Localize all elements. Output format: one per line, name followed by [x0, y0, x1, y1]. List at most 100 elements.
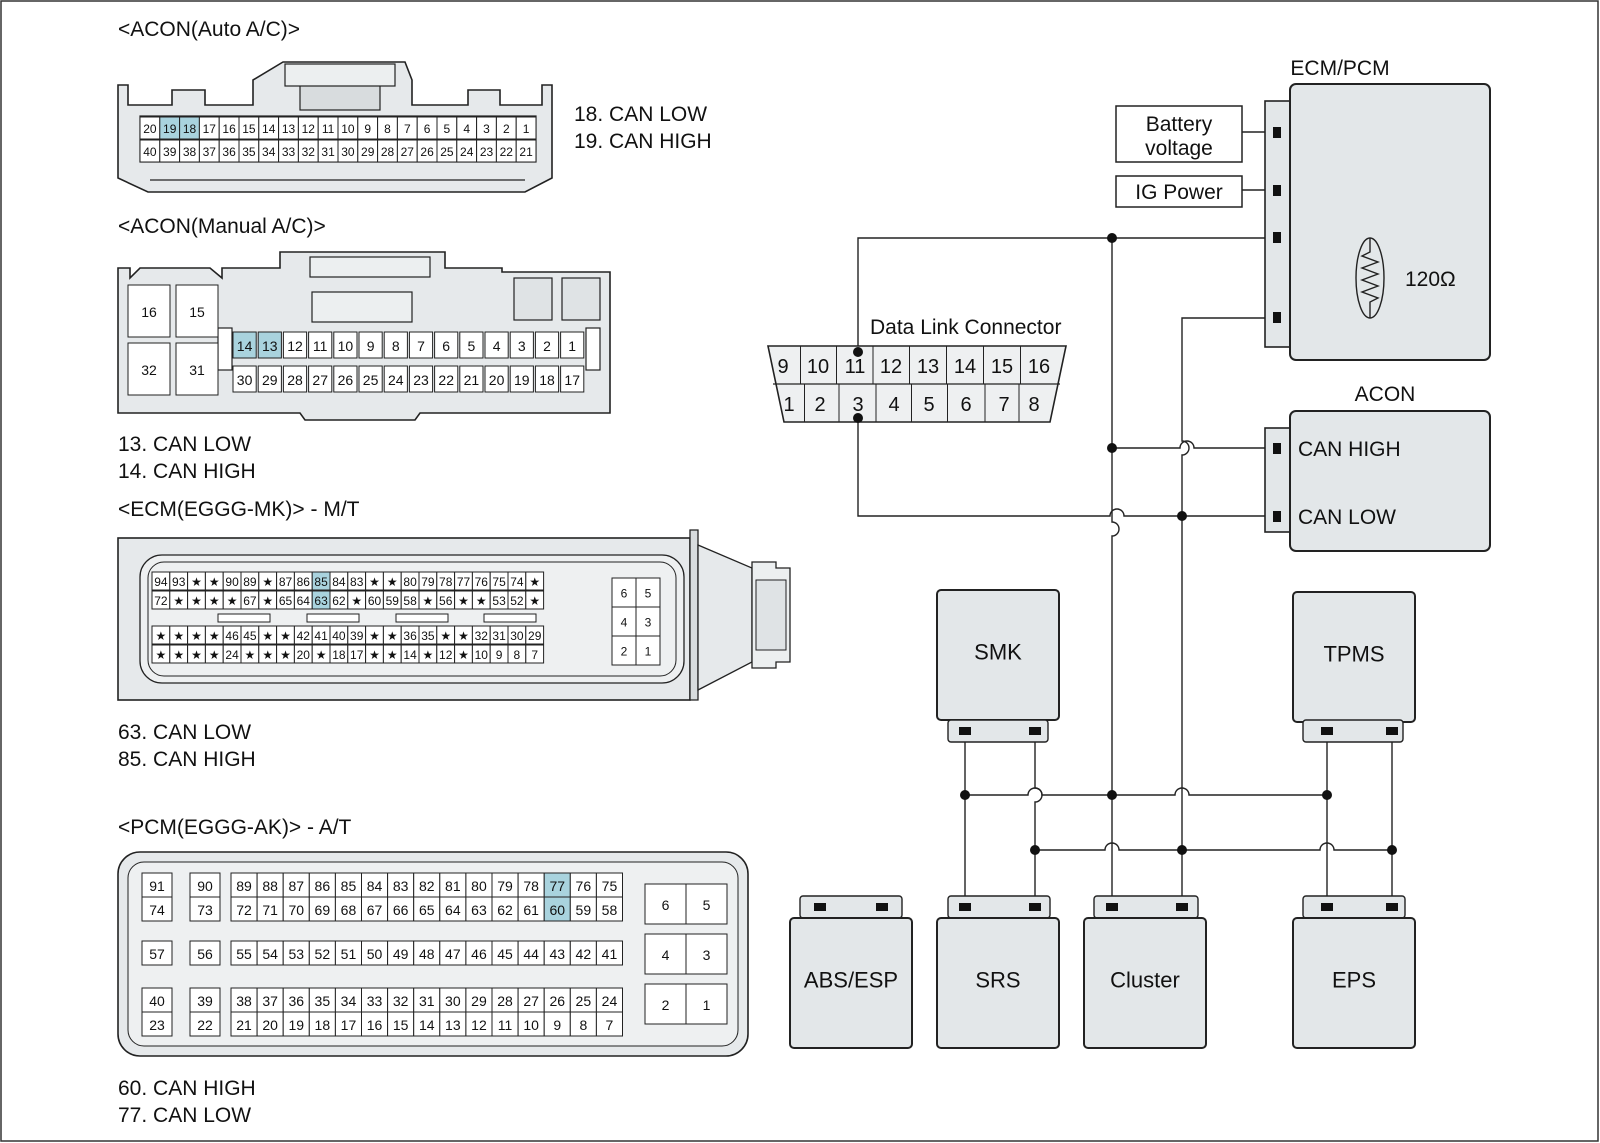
- smk-module: SMK: [936, 589, 1060, 743]
- ecm-pin: 80: [400, 571, 420, 591]
- ecm-pin: 63: [311, 590, 331, 610]
- acon-manual-pin: 18: [534, 365, 560, 393]
- acon-manual-pin: 12: [282, 331, 308, 359]
- pcm-side-pin-label: 2: [662, 997, 670, 1013]
- pcm-pin: 38: [230, 987, 258, 1013]
- ecm-pin: ★: [454, 590, 473, 610]
- pcm-side-pin: 4: [644, 933, 687, 975]
- pcm-pin: 36: [282, 987, 310, 1013]
- pcm-pin: 78: [517, 872, 545, 898]
- acon-auto-pin: 26: [416, 139, 438, 163]
- ecm-pin-label: ★: [227, 594, 238, 608]
- pcm-left-pin-label: 56: [197, 946, 213, 962]
- acon-manual-pin: 5: [459, 331, 484, 359]
- ecm-pin: ★: [365, 644, 384, 664]
- acon-auto-pin-label: 3: [483, 122, 490, 136]
- pcm-pin-label: 53: [288, 946, 304, 962]
- acon-auto-pin-label: 8: [384, 122, 391, 136]
- ecm-pin-label: 53: [492, 594, 506, 608]
- dlc-pin: 11: [845, 356, 866, 378]
- acon-auto-pin-label: 30: [341, 145, 355, 159]
- pcm-pin-label: 82: [419, 878, 435, 894]
- pcm-pin: 55: [230, 940, 258, 966]
- ecm-pin-label: ★: [387, 648, 398, 662]
- pcm-left-pin-label: 90: [197, 878, 213, 894]
- pcm-pin: 64: [439, 896, 467, 922]
- ecm-pin: ★: [169, 625, 189, 645]
- pcm-pin: 9: [543, 1011, 571, 1037]
- pcm-pin-label: 87: [288, 878, 304, 894]
- pcm-pin: 69: [308, 896, 336, 922]
- pcm-pin: 33: [361, 987, 389, 1013]
- pcm-pin-label: 49: [393, 946, 409, 962]
- acon-manual-pin: 2: [534, 331, 560, 359]
- acon-manual-pin-label: 28: [287, 372, 303, 388]
- ecm-pin: ★: [222, 590, 242, 610]
- acon-auto-pin-label: 14: [262, 122, 276, 136]
- acon-manual-big-pin-label: 32: [141, 362, 157, 378]
- eps-label: EPS: [1332, 968, 1376, 993]
- ecm-pin: ★: [258, 590, 278, 610]
- pcm-pin-label: 76: [576, 878, 592, 894]
- pcm-side-pin-label: 3: [703, 947, 711, 963]
- ecm-pin-label: 36: [403, 629, 417, 643]
- dlc-pin: 1: [783, 394, 794, 416]
- ecm-pin: 60: [365, 590, 384, 610]
- pcm-pin-label: 80: [471, 878, 487, 894]
- acon-auto-pin: 40: [139, 139, 161, 163]
- acon-auto-pin-label: 6: [424, 122, 431, 136]
- dlc-pin: 10: [807, 356, 829, 378]
- acon-manual-pin: 17: [560, 365, 585, 393]
- ecm-pin: 32: [471, 625, 491, 645]
- ecm-pin: 85: [311, 571, 331, 591]
- acon-manual-pin: 7: [408, 331, 434, 359]
- pcm-pin: 87: [282, 872, 310, 898]
- pcm-side-pin: 2: [644, 983, 687, 1025]
- pcm-left-pin-label: 74: [149, 902, 165, 918]
- acon-auto-pin-label: 31: [321, 145, 335, 159]
- acon-auto-pin-label: 23: [480, 145, 494, 159]
- ecm-pin: 24: [222, 644, 242, 664]
- acon-module: ACON CAN HIGH CAN LOW: [1264, 383, 1491, 552]
- pcm-pin: 43: [543, 940, 571, 966]
- pcm-pin: 17: [334, 1011, 362, 1037]
- ecm-pin: 12: [436, 644, 456, 664]
- ecm-pin-label: 77: [457, 575, 471, 589]
- pcm-left-pin-label: 57: [149, 946, 165, 962]
- pcm-left-pin-label: 23: [149, 1017, 165, 1033]
- wire-junction-dot: [1107, 233, 1117, 243]
- dlc-pin: 9: [777, 356, 788, 378]
- ecm-pin-label: ★: [423, 648, 434, 662]
- acon-auto-pin: 19: [159, 116, 181, 140]
- acon-manual-pin-label: 29: [262, 372, 278, 388]
- ecm-pin: ★: [204, 590, 224, 610]
- ecm-pin: 62: [329, 590, 349, 610]
- acon-auto-pin: 14: [258, 116, 280, 140]
- acon-auto-pin-label: 22: [500, 145, 514, 159]
- ecm-pin: ★: [311, 644, 331, 664]
- pcm-pin: 8: [569, 1011, 597, 1037]
- pcm-pin: 29: [465, 987, 493, 1013]
- ecm-pin-label: ★: [191, 629, 202, 643]
- ecm-pin: ★: [204, 625, 224, 645]
- ecm-pin: 72: [151, 590, 171, 610]
- acon-manual-pin-label: 18: [539, 372, 555, 388]
- ecm-side-pin-label: 1: [645, 645, 652, 659]
- ecm-pin-label: 93: [172, 575, 186, 589]
- pcm-left-pin: 73: [189, 896, 221, 922]
- pcm-left-pin-label: 39: [197, 993, 213, 1009]
- pcm-pin-label: 24: [602, 993, 618, 1009]
- acon-auto-pin-label: 29: [361, 145, 375, 159]
- pcm-pin: 67: [361, 896, 389, 922]
- acon-auto-pin: 11: [317, 116, 339, 140]
- ecm-pin: 77: [454, 571, 473, 591]
- ecm-pin-label: ★: [209, 648, 220, 662]
- pcm-pin-label: 45: [497, 946, 513, 962]
- ecm-pin-label: 84: [332, 575, 346, 589]
- pcm-pin: 76: [569, 872, 597, 898]
- pcm-pin-label: 44: [523, 946, 539, 962]
- pcm-pin-label: 52: [315, 946, 331, 962]
- ecm-pin-label: 56: [439, 594, 453, 608]
